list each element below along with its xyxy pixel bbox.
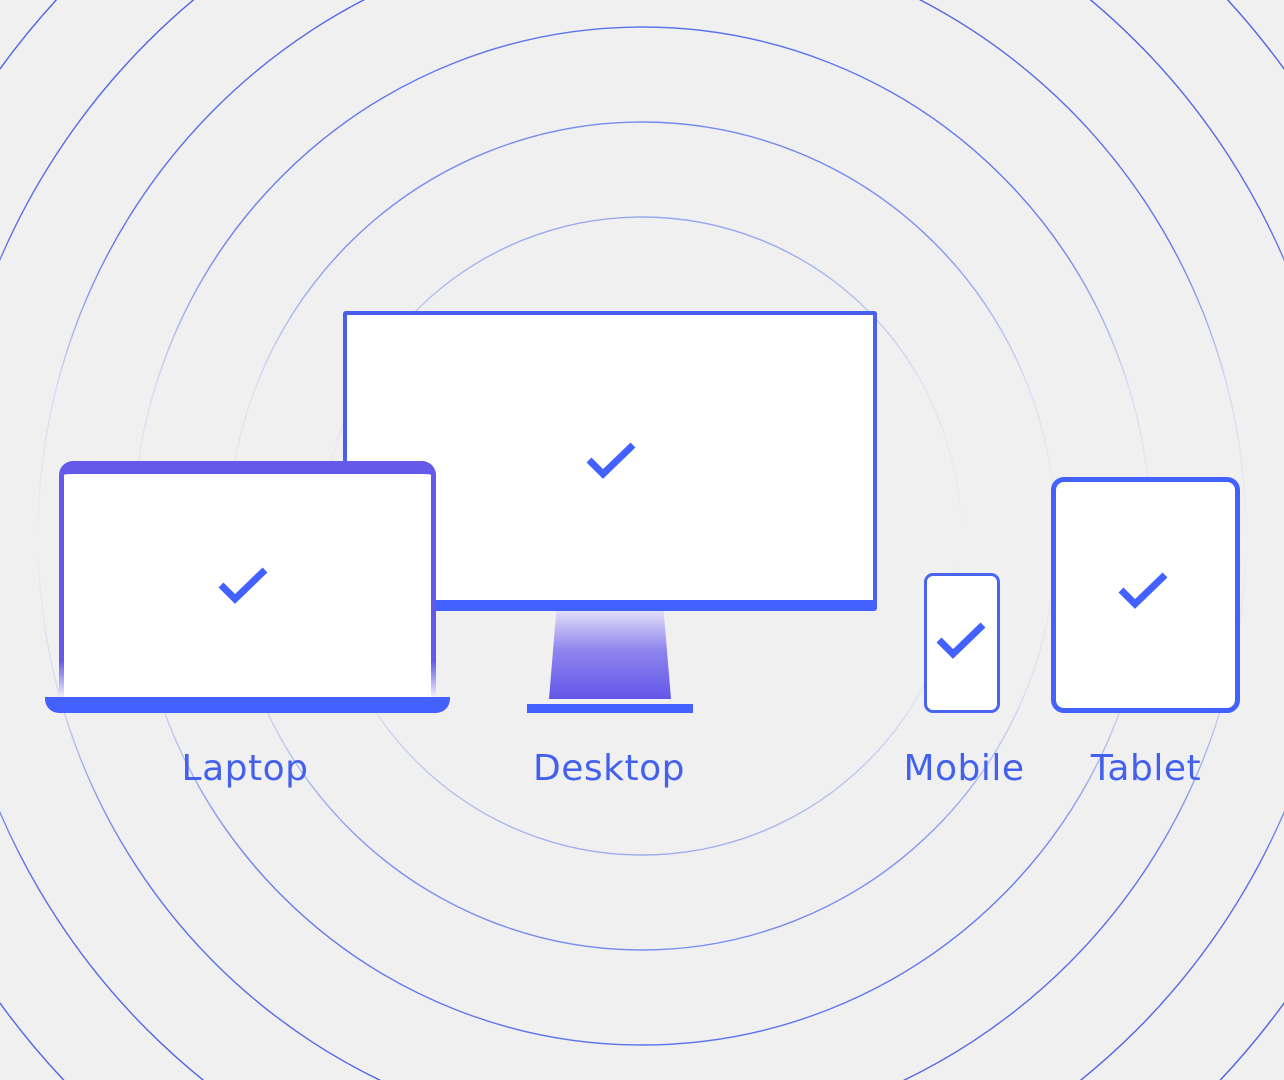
laptop-device — [59, 461, 436, 701]
mobile-label: Mobile — [903, 748, 1025, 789]
laptop-base — [45, 697, 450, 713]
laptop-label: Laptop — [181, 748, 309, 789]
check-icon — [218, 567, 268, 604]
check-icon — [586, 442, 636, 479]
tablet-label: Tablet — [1090, 748, 1202, 789]
desktop-stand — [549, 611, 671, 699]
tablet-device — [1051, 477, 1240, 713]
desktop-label: Desktop — [533, 748, 685, 789]
desktop-foot — [527, 704, 693, 713]
mobile-device — [924, 573, 1000, 713]
check-icon — [936, 622, 986, 659]
check-icon — [1118, 572, 1168, 609]
